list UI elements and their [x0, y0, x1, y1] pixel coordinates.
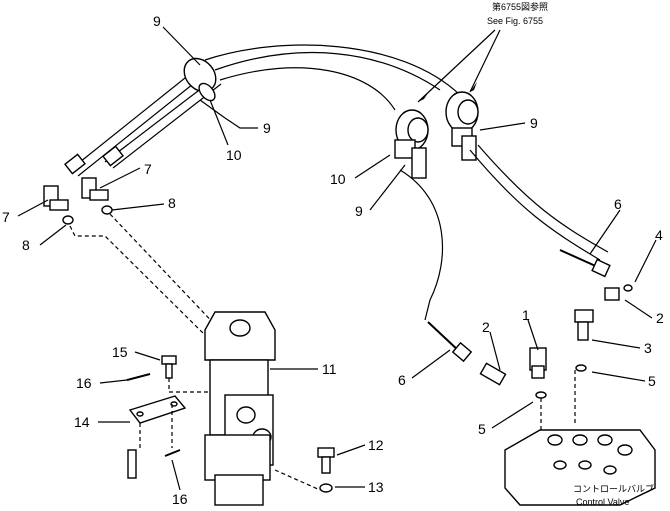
callout-6-b: 6 [398, 372, 406, 388]
callout-10-a: 10 [226, 147, 242, 163]
elbow-fitting-left [43, 177, 109, 211]
callout-2-b: 2 [482, 319, 490, 335]
solenoid-valve-right [445, 91, 479, 161]
callout-11: 11 [322, 361, 337, 377]
reference-note-en: See Fig. 6755 [487, 16, 543, 26]
callout-12: 12 [368, 437, 384, 453]
callout-6-a: 6 [614, 196, 622, 212]
hose-end-fittings [64, 145, 124, 175]
callout-16-b: 16 [172, 491, 188, 507]
callout-2-a: 2 [656, 310, 664, 326]
hose-six-upper [559, 249, 611, 278]
callout-7-a: 7 [144, 161, 152, 177]
callout-5-b: 5 [478, 421, 486, 437]
control-valve-label-en: Control Valve [576, 497, 629, 507]
callout-13: 13 [368, 479, 384, 495]
dashed-guides-left [69, 213, 221, 341]
callout-1: 1 [522, 307, 530, 323]
reference-arrows [417, 29, 501, 103]
callout-10-b: 10 [330, 171, 346, 187]
hoses-center [399, 144, 609, 321]
fittings-right [479, 284, 633, 386]
solenoid-valve-left [394, 109, 429, 179]
callout-8-b: 8 [168, 195, 176, 211]
callout-16-a: 16 [76, 375, 92, 391]
pins [126, 373, 181, 479]
ppc-valve [204, 311, 276, 506]
hose-bundle-upper [69, 44, 461, 177]
control-valve-body [504, 370, 656, 506]
callout-14: 14 [74, 414, 90, 430]
reference-note-jp: 第6755図参照 [492, 1, 548, 12]
callout-4: 4 [655, 227, 663, 243]
callout-9-a: 9 [153, 13, 161, 29]
callout-9-d: 9 [530, 115, 538, 131]
bracket-plate [128, 395, 187, 424]
callout-8-a: 8 [22, 237, 30, 253]
o-rings-left [62, 205, 113, 225]
callout-7-b: 7 [2, 209, 10, 225]
leader-lines [17, 26, 657, 491]
control-valve-label-jp: コントロールバルブ [573, 483, 654, 494]
bolt-twelve [274, 447, 335, 493]
bolt-fifteen [161, 355, 208, 393]
callout-9-c: 9 [355, 203, 363, 219]
callout-3: 3 [644, 340, 652, 356]
callout-5-a: 5 [648, 373, 656, 389]
hose-clamp-upper [183, 57, 226, 119]
callout-9-b: 9 [263, 120, 271, 136]
hose-six-lower [427, 321, 473, 363]
callout-15: 15 [112, 344, 128, 360]
